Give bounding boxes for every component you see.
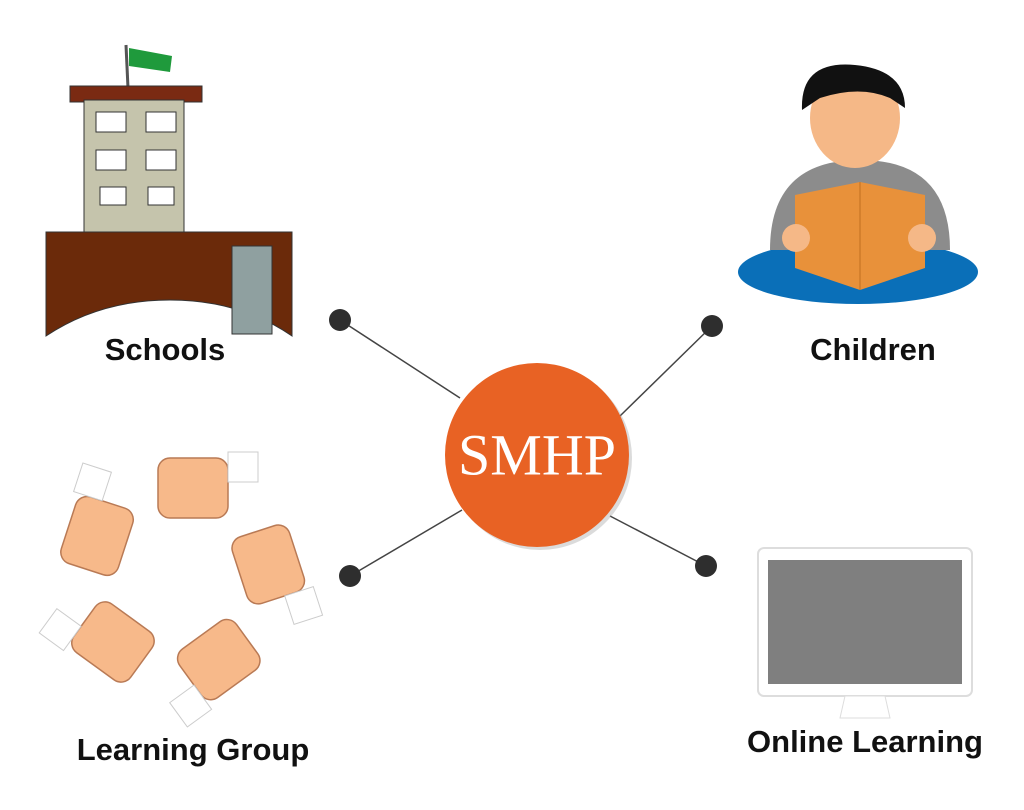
node-dot bbox=[339, 565, 361, 587]
connector-children bbox=[619, 325, 713, 417]
center-circle bbox=[445, 363, 629, 547]
node-label-children: Children bbox=[810, 332, 936, 367]
school-building-icon bbox=[45, 44, 293, 337]
node-label-learning-group: Learning Group bbox=[76, 732, 310, 767]
connector-schools bbox=[339, 319, 461, 399]
node-dot bbox=[695, 555, 717, 577]
child-reading-icon bbox=[738, 64, 978, 304]
connectors bbox=[339, 319, 713, 577]
center-label: SMHP bbox=[458, 422, 616, 488]
node-dot bbox=[701, 315, 723, 337]
computer-monitor-icon bbox=[757, 547, 973, 719]
joined-hands-icon bbox=[38, 451, 324, 728]
connector-learning-group bbox=[349, 509, 463, 577]
connector-online-learning bbox=[609, 515, 707, 567]
node-dot bbox=[329, 309, 351, 331]
node-label-online-learning: Online Learning bbox=[747, 724, 983, 759]
node-label-schools: Schools bbox=[104, 332, 226, 367]
